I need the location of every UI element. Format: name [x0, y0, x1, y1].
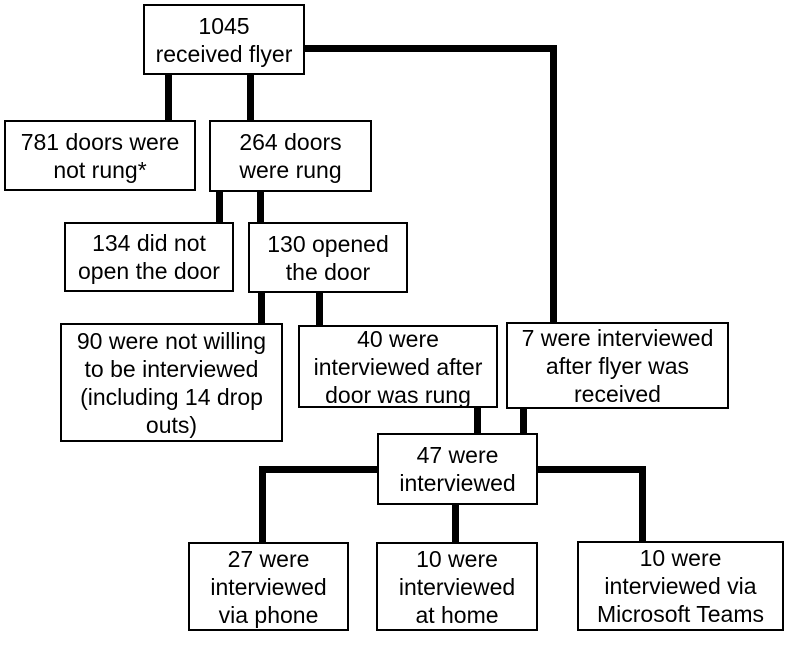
- connector-after-flyer-to-total: [520, 408, 527, 434]
- node-not-willing: 90 were not willing to be interviewed (i…: [60, 323, 283, 442]
- connector-total-to-teams-vertical: [639, 466, 646, 542]
- connector-flyer-to-after-flyer-horizontal: [305, 45, 557, 52]
- node-doors-not-rung: 781 doors were not rung*: [4, 120, 196, 191]
- connector-opened-to-not-willing: [258, 292, 265, 324]
- connector-rung-to-did-not-open: [216, 191, 223, 223]
- connector-rung-to-opened: [257, 191, 264, 223]
- connector-total-to-phone-horizontal: [259, 466, 378, 473]
- connector-total-to-teams-horizontal: [537, 466, 646, 473]
- connector-flyer-to-after-flyer-vertical: [550, 45, 557, 323]
- node-interviewed-after-flyer: 7 were interviewed after flyer was recei…: [506, 322, 729, 409]
- node-interviewed-total: 47 were interviewed: [377, 433, 538, 505]
- node-doors-rung: 264 doors were rung: [209, 120, 372, 192]
- connector-total-to-home: [452, 504, 459, 543]
- node-interviewed-after-rung: 40 were interviewed after door was rung: [298, 325, 498, 408]
- connector-opened-to-after-rung: [316, 292, 323, 326]
- node-interviewed-via-phone: 27 were interviewed via phone: [188, 542, 349, 631]
- node-did-not-open-door: 134 did not open the door: [64, 222, 234, 292]
- connector-after-rung-to-total: [474, 407, 481, 434]
- connector-flyer-to-rung: [247, 74, 254, 121]
- node-interviewed-at-home: 10 were interviewed at home: [376, 542, 538, 631]
- node-received-flyer: 1045 received flyer: [143, 4, 305, 75]
- connector-flyer-to-not-rung: [165, 74, 172, 121]
- node-opened-door: 130 opened the door: [248, 222, 408, 293]
- connector-total-to-phone-vertical: [259, 466, 266, 543]
- node-interviewed-via-teams: 10 were interviewed via Microsoft Teams: [577, 541, 784, 631]
